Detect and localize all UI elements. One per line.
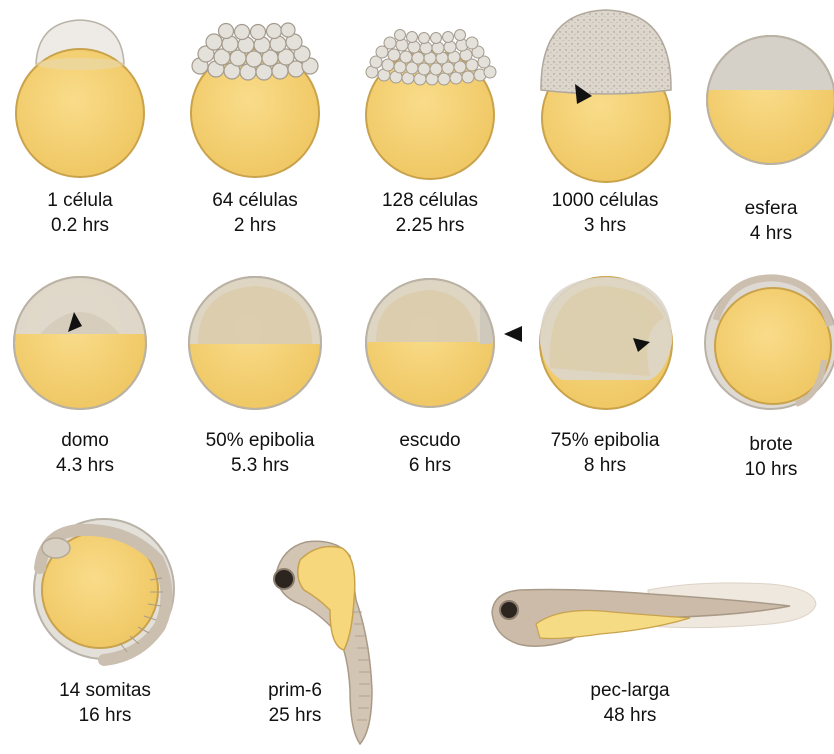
stage-time: 10 hrs xyxy=(716,457,826,482)
larva-pec-long xyxy=(492,583,816,646)
stage-name: esfera xyxy=(716,196,826,221)
embryo-64-cells xyxy=(191,23,319,177)
stage-name: 128 células xyxy=(360,188,500,213)
embryo-14-somites xyxy=(34,519,174,660)
embryo-1000-cells xyxy=(541,10,671,182)
stage-time: 2 hrs xyxy=(185,213,325,238)
stage-label-1000-cells: 1000 células 3 hrs xyxy=(530,188,680,238)
stage-label-50-epiboly: 50% epibolia 5.3 hrs xyxy=(180,428,340,478)
stage-name: 64 células xyxy=(185,188,325,213)
stage-name: 75% epibolia xyxy=(530,428,680,453)
stage-time: 4 hrs xyxy=(716,221,826,246)
stage-label-sphere: esfera 4 hrs xyxy=(716,196,826,246)
stage-time: 16 hrs xyxy=(40,703,170,728)
stage-name: pec-larga xyxy=(565,678,695,703)
stage-name: 1 célula xyxy=(20,188,140,213)
stage-name: domo xyxy=(30,428,140,453)
stage-label-1-cell: 1 célula 0.2 hrs xyxy=(20,188,140,238)
stage-label-prim-6: prim-6 25 hrs xyxy=(245,678,345,728)
stage-name: escudo xyxy=(375,428,485,453)
stage-time: 48 hrs xyxy=(565,703,695,728)
stage-time: 3 hrs xyxy=(530,213,680,238)
stage-label-75-epiboly: 75% epibolia 8 hrs xyxy=(530,428,680,478)
stage-label-dome: domo 4.3 hrs xyxy=(30,428,140,478)
stage-name: 50% epibolia xyxy=(180,428,340,453)
eye-icon xyxy=(274,569,294,589)
embryo-128-cells xyxy=(366,30,496,180)
embryo-50-epiboly xyxy=(185,270,325,409)
stage-time: 4.3 hrs xyxy=(30,453,140,478)
embryo-shield xyxy=(362,270,522,407)
embryo-bud xyxy=(705,277,834,409)
embryo-75-epiboly xyxy=(540,277,672,409)
stage-time: 25 hrs xyxy=(245,703,345,728)
arrowhead-marker xyxy=(504,326,522,342)
stage-time: 5.3 hrs xyxy=(180,453,340,478)
embryo-1-cell xyxy=(16,20,144,177)
stage-label-shield: escudo 6 hrs xyxy=(375,428,485,478)
eye-icon xyxy=(500,601,518,619)
embryo-dome xyxy=(10,270,150,409)
stage-name: prim-6 xyxy=(245,678,345,703)
stage-time: 8 hrs xyxy=(530,453,680,478)
stage-label-bud: brote 10 hrs xyxy=(716,432,826,482)
stage-name: brote xyxy=(716,432,826,457)
stage-time: 6 hrs xyxy=(375,453,485,478)
stage-time: 0.2 hrs xyxy=(20,213,140,238)
stage-label-pec-long: pec-larga 48 hrs xyxy=(565,678,695,728)
embryo-sphere xyxy=(700,30,834,164)
stage-label-64-cells: 64 células 2 hrs xyxy=(185,188,325,238)
stage-label-14-somites: 14 somitas 16 hrs xyxy=(40,678,170,728)
stage-label-128-cells: 128 células 2.25 hrs xyxy=(360,188,500,238)
stage-time: 2.25 hrs xyxy=(360,213,500,238)
stage-name: 14 somitas xyxy=(40,678,170,703)
stage-name: 1000 células xyxy=(530,188,680,213)
